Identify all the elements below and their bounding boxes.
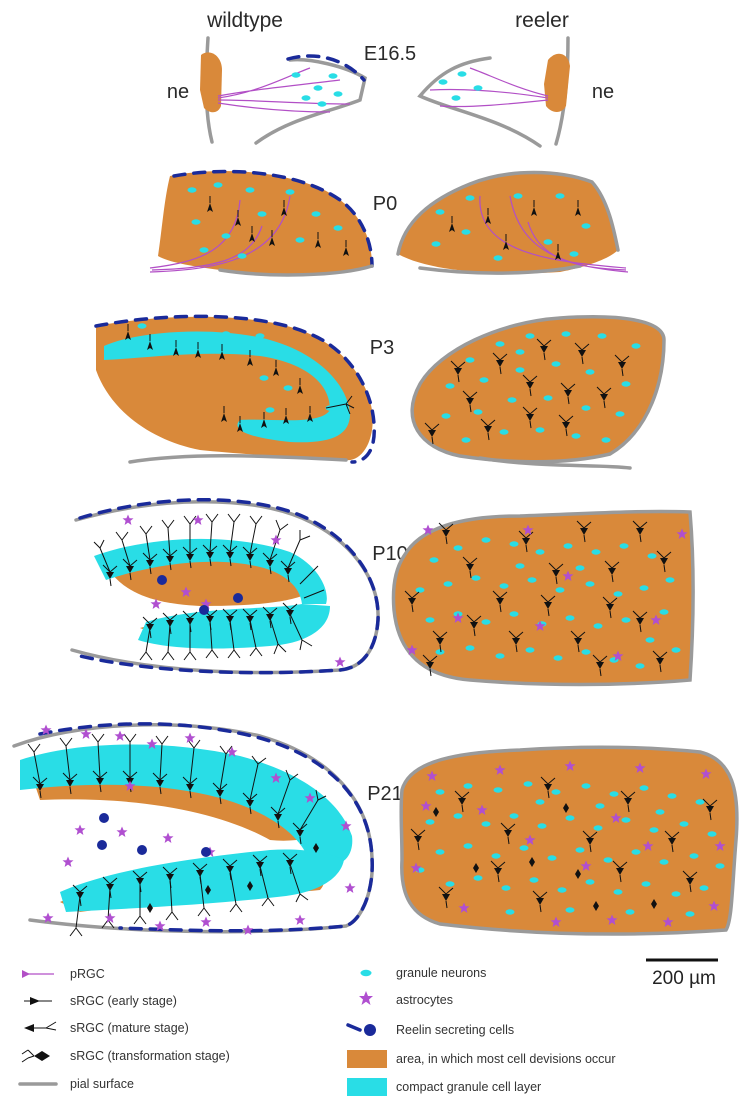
p3-row: P3 [96,316,664,468]
p0-row: P0 [150,171,628,275]
prgc-icon [22,970,54,978]
p10-row: P10 [65,500,693,685]
reelin-cells-p21-left [97,813,211,857]
stage-label-e16-5: E16.5 [364,43,416,65]
legend-label-prgc: pRGC [70,967,105,981]
scale-bar-label: 200 µm [652,968,716,989]
granule-neurons-e16-left [292,72,343,106]
reelin-cell-icon [348,1024,376,1036]
stage-label-p21: P21 [367,783,403,805]
proliferation-area-p10-right [393,511,693,684]
legend-label-cyan-area: compact granule cell layer [396,1080,541,1094]
srgc-early-icon [24,997,52,1005]
stage-label-p0: P0 [373,193,397,215]
prgc-fibers-e16-right [430,68,548,107]
proliferation-area-p0-left [158,171,372,275]
granule-neurons-e16-right [439,71,483,100]
legend-label-pial-surface: pial surface [70,1077,134,1091]
ne-label-left: ne [167,81,189,103]
neuroepithelium-right [544,54,570,112]
granule-layer-p21-left-lower [60,849,344,912]
proliferation-area-p21-right [401,747,737,934]
legend-label-granule-neurons: granule neurons [396,966,486,980]
legend-label-orange-area: area, in which most cell devisions occur [396,1052,616,1066]
orange-area-icon [347,1050,387,1068]
cyan-area-icon [347,1078,387,1096]
legend-label-srgc-early: sRGC (early stage) [70,994,177,1008]
srgc-mature-icon [24,1022,56,1032]
legend: pRGC sRGC (early stage) sRGC (mature sta… [20,966,616,1096]
srgc-transformation-icon [22,1050,50,1062]
granule-neuron-icon [361,970,372,976]
reeler-header: reeler [515,9,569,32]
legend-label-srgc-transformation: sRGC (transformation stage) [70,1049,230,1063]
pial-surface-p3-left [130,456,346,462]
ne-label-right: ne [592,81,614,103]
legend-label-astrocytes: astrocytes [396,993,453,1007]
astrocyte-icon [359,991,373,1005]
legend-label-reelin-cells: Reelin secreting cells [396,1023,514,1037]
p21-row: P21 [14,724,737,936]
proliferation-area-p0-right [398,173,618,274]
wildtype-header: wildtype [206,9,283,32]
e16-5-row: E16.5 ne ne [167,38,614,146]
legend-label-srgc-mature: sRGC (mature stage) [70,1021,189,1035]
stage-label-p3: P3 [370,337,394,359]
